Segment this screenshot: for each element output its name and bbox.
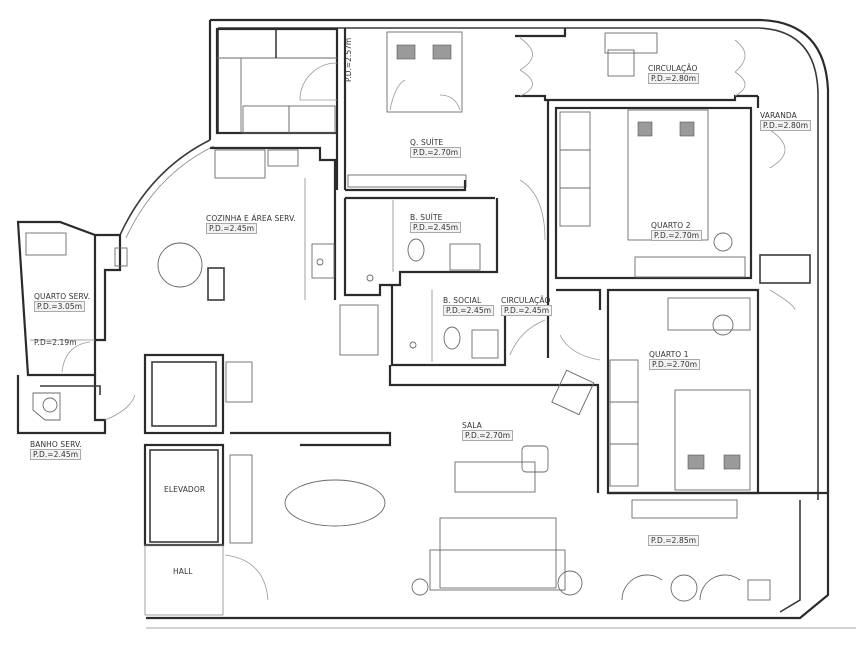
room-cozinha — [119, 139, 379, 356]
label-varanda: VARANDA P.D.=2.80m — [760, 111, 812, 131]
room-varanda — [756, 96, 811, 311]
ceiling-height: P.D.=2.70m — [649, 359, 701, 370]
room-name: COZINHA E ÁREA SERV. — [206, 214, 296, 223]
ceiling-height: P.D.=2.70m — [410, 147, 462, 158]
room-varanda-sala — [608, 491, 828, 613]
ceiling-height: P.D.=2.70m — [651, 230, 703, 241]
room-name: QUARTO 2 — [651, 221, 691, 230]
room-quarto-2 — [519, 106, 753, 280]
room-name: CIRCULAÇÃO — [501, 296, 551, 305]
room-b-suite — [343, 198, 499, 297]
label-sala: SALA P.D.=2.70m — [462, 421, 514, 441]
room-banho-serv — [16, 375, 136, 435]
room-name: Q. SUÍTE — [410, 138, 444, 147]
ceiling-height: P.D.=2.45m — [443, 305, 495, 316]
room-circulacao-top — [515, 28, 758, 102]
ceiling-height: P.D=2.19m — [34, 338, 77, 347]
room-name: VARANDA — [760, 111, 797, 120]
room-name: BANHO SERV. — [30, 440, 82, 449]
ceiling-height: P.D.=2.80m — [760, 120, 812, 131]
room-name: QUARTO 1 — [649, 350, 689, 359]
label-elevador: ELEVADOR — [164, 485, 205, 494]
label-banho-serv: BANHO SERV. P.D.=2.45m — [30, 440, 82, 460]
room-name: B. SUÍTE — [410, 213, 443, 222]
room-quarto-serv — [16, 220, 128, 377]
label-cozinha: COZINHA E ÁREA SERV. P.D.=2.45m — [206, 214, 296, 234]
label-quarto-serv-low: P.D=2.19m — [34, 338, 77, 347]
room-name: CIRCULAÇÃO — [648, 64, 698, 73]
room-sala — [229, 365, 600, 596]
room-name: QUARTO SERV. — [34, 292, 91, 301]
ceiling-height: P.D.=2.70m — [462, 430, 514, 441]
closet-q-suite — [215, 27, 347, 190]
room-name: ELEVADOR — [164, 485, 206, 494]
label-circulacao-mid: CIRCULAÇÃO P.D.=2.45m — [501, 296, 553, 316]
ceiling-height: P.D.=2.45m — [410, 222, 462, 233]
outer-walls — [146, 18, 856, 629]
ceiling-height: P.D.=2.45m — [501, 305, 553, 316]
label-b-social: B. SOCIAL P.D.=2.45m — [443, 296, 495, 316]
room-quarto-1 — [606, 288, 760, 495]
ceiling-height: P.D.=2.85m — [648, 535, 700, 546]
room-q-suite — [345, 31, 495, 200]
label-b-suite: B. SUÍTE P.D.=2.45m — [410, 213, 462, 233]
ceiling-height: P.D.=2.80m — [648, 73, 700, 84]
room-name: SALA — [462, 421, 482, 430]
label-quarto-serv: QUARTO SERV. P.D.=3.05m — [34, 292, 90, 312]
label-quarto-1: QUARTO 1 P.D.=2.70m — [649, 350, 701, 370]
label-varanda-sala: P.D.=2.85m — [648, 535, 700, 546]
label-circulacao-top: CIRCULAÇÃO P.D.=2.80m — [648, 64, 700, 84]
room-b-social — [390, 285, 507, 367]
ceiling-height: P.D.=3.05m — [34, 301, 86, 312]
room-name: B. SOCIAL — [443, 296, 482, 305]
label-closet-ceiling: P.D.=2.57m — [344, 37, 353, 82]
label-hall: HALL — [173, 567, 193, 576]
label-quarto-2: QUARTO 2 P.D.=2.70m — [651, 221, 703, 241]
room-name: HALL — [173, 567, 193, 576]
ceiling-height: P.D.=2.45m — [206, 223, 258, 234]
label-q-suite: Q. SUÍTE P.D.=2.70m — [410, 138, 462, 158]
core-elevators — [143, 353, 269, 616]
ceiling-height: P.D.=2.45m — [30, 449, 82, 460]
